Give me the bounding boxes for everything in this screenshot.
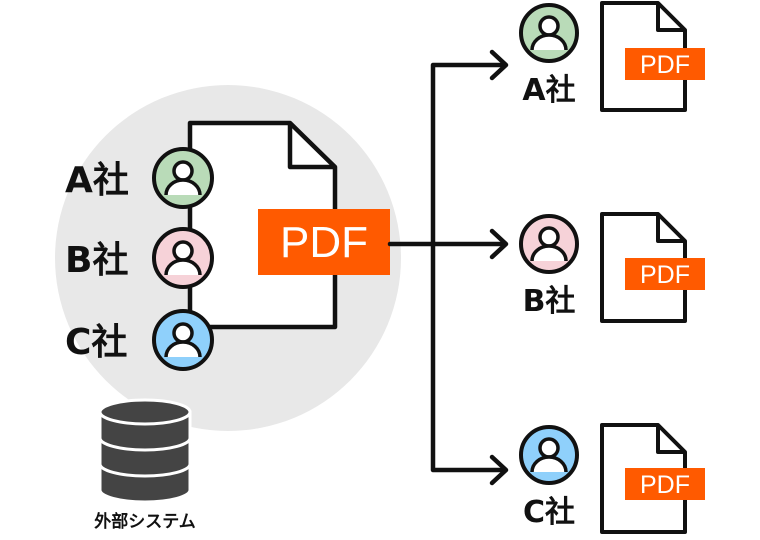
company-label: B社 xyxy=(65,240,128,281)
output-company-a: A社 PDF xyxy=(519,1,705,112)
pdf-badge xyxy=(258,209,390,275)
output-company-b: B社 PDF xyxy=(519,212,705,323)
company-label: A社 xyxy=(65,160,129,201)
pdf-badge-label: PDF xyxy=(640,471,690,499)
company-label: A社 xyxy=(522,73,575,108)
pdf-badge-label: PDF xyxy=(640,261,690,289)
pdf-badge xyxy=(625,468,705,500)
company-label: C社 xyxy=(65,322,127,363)
external-system-label: 外部システム xyxy=(94,511,196,532)
source-company-a: A社 xyxy=(65,147,214,209)
pdf-badge xyxy=(625,258,705,290)
database-icon xyxy=(98,398,192,504)
company-label: B社 xyxy=(523,284,576,319)
distribution-arrows xyxy=(387,49,509,486)
pdf-badge-label: PDF xyxy=(280,218,368,267)
source-company-c: C社 xyxy=(65,309,214,371)
pdf-badge-label: PDF xyxy=(640,51,690,79)
company-label: C社 xyxy=(523,495,575,530)
pdf-badge xyxy=(625,48,705,80)
source-company-b: B社 xyxy=(65,227,214,289)
output-company-c: C社 PDF xyxy=(519,423,705,534)
